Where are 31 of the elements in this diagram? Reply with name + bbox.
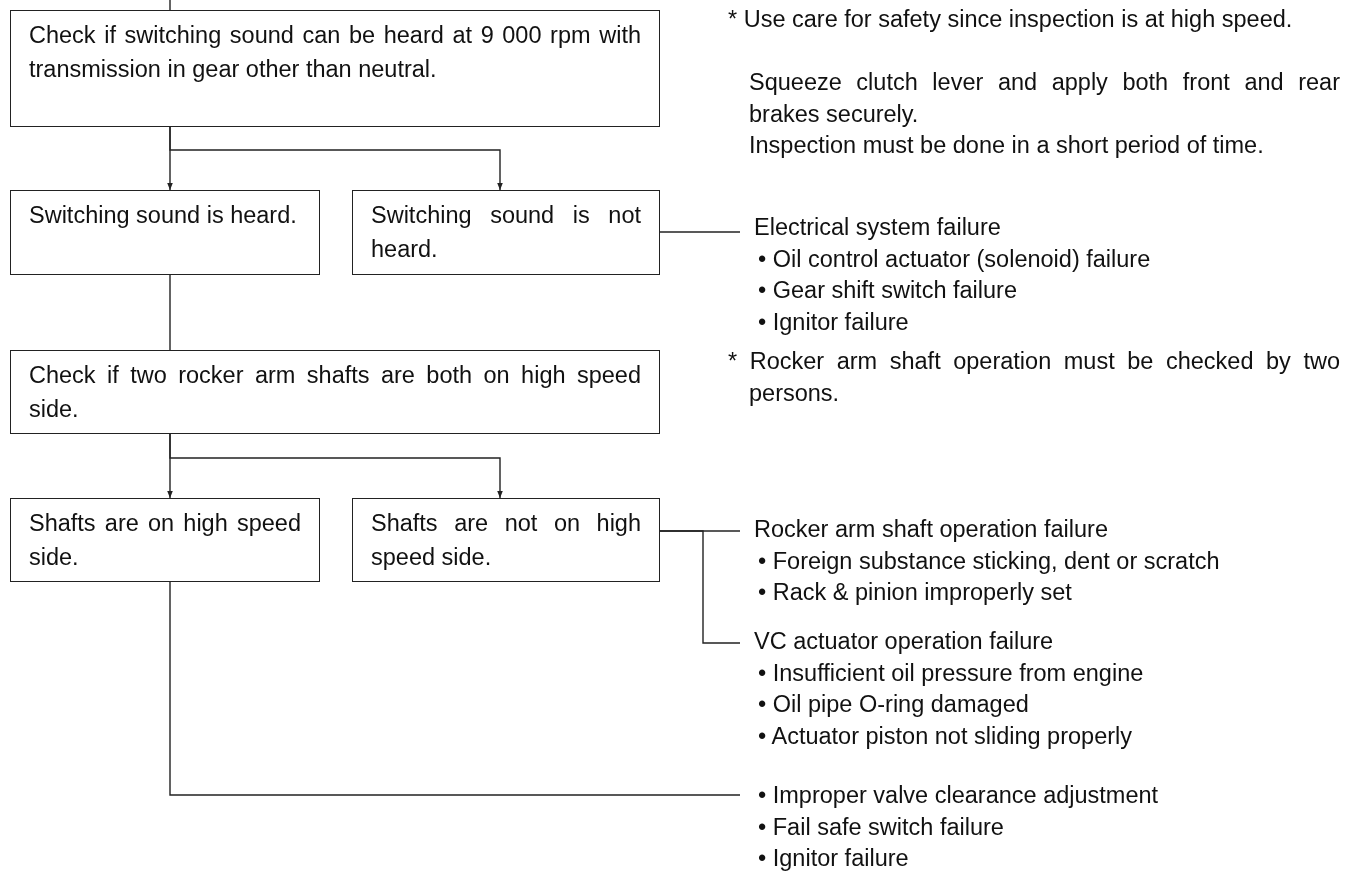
note-text: * Use care for safety since inspection is at high speed. bbox=[728, 5, 1294, 34]
connector-line bbox=[659, 530, 741, 644]
note-text: Squeeze clutch lever and apply both front and rear brakes securely. bbox=[748, 68, 1340, 129]
bullet-item: • Improper valve clearance adjustment bbox=[757, 781, 1160, 810]
failure-heading: Rocker arm shaft operation failure bbox=[754, 515, 1109, 544]
bullet-item: • Insufficient oil pressure from engine bbox=[757, 658, 1145, 688]
note-text: Inspection must be done in a short period of time. bbox=[748, 131, 1265, 160]
note-text: * Rocker arm shaft operation must be checked by two persons. bbox=[728, 347, 1340, 408]
connector-line bbox=[169, 0, 171, 11]
failure-heading: Electrical system failure bbox=[754, 213, 1002, 242]
connector-line bbox=[169, 274, 171, 351]
bullet-item: • Rack & pinion improperly set bbox=[757, 578, 1073, 607]
bullet-item: • Gear shift switch failure bbox=[757, 276, 1018, 305]
arrow bbox=[169, 126, 503, 191]
process-box: Shafts are not on high speed side. bbox=[352, 498, 660, 582]
bullet-item: • Foreign substance sticking, dent or scratch bbox=[757, 546, 1221, 576]
arrow bbox=[169, 433, 503, 499]
bullet-item: • Fail safe switch failure bbox=[757, 812, 1005, 842]
process-box: Check if two rocker arm shafts are both on high speed side. bbox=[10, 350, 660, 434]
process-box: Shafts are on high speed side. bbox=[10, 498, 320, 582]
connector-line bbox=[169, 581, 741, 796]
failure-heading: VC actuator operation failure bbox=[754, 627, 1055, 656]
connector-line bbox=[659, 231, 741, 233]
bullet-item: • Oil control actuator (solenoid) failure bbox=[757, 244, 1152, 274]
process-box: Check if switching sound can be heard at 9 000 rpm with transmission in gear other than neutral. bbox=[10, 10, 660, 127]
process-box: Switching sound is heard. bbox=[10, 190, 320, 275]
bullet-item: • Oil pipe O-ring damaged bbox=[757, 690, 1030, 719]
process-box: Switching sound is not heard. bbox=[352, 190, 660, 275]
bullet-item: • Actuator piston not sliding properly bbox=[757, 721, 1133, 751]
bullet-item: • Ignitor failure bbox=[757, 844, 910, 873]
bullet-item: • Ignitor failure bbox=[757, 307, 910, 337]
